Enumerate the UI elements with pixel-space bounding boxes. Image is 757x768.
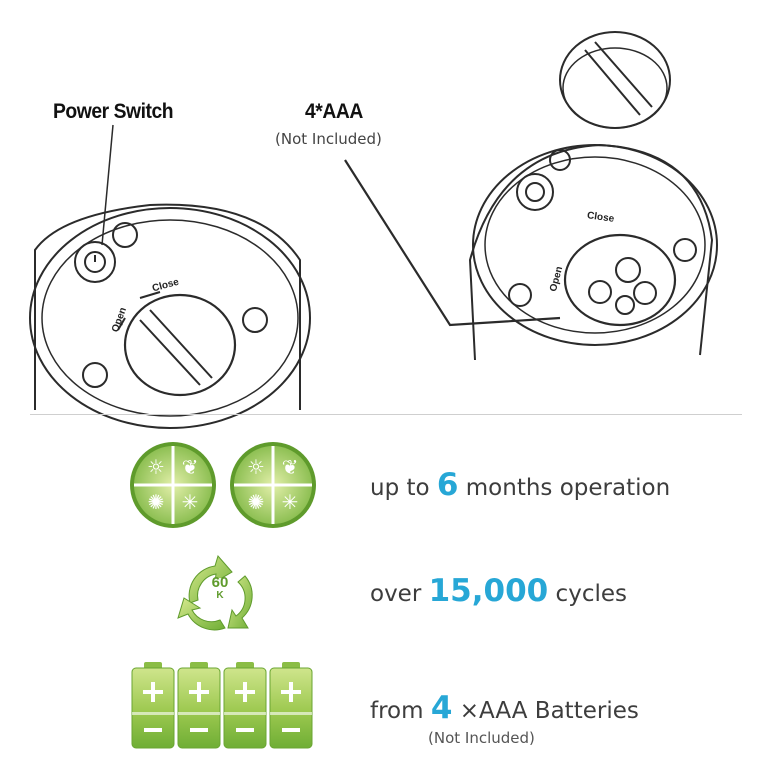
left-device-body-outline xyxy=(34,203,301,410)
feature-batteries-number: 4 xyxy=(430,690,453,726)
feature-batteries-note: (Not Included) xyxy=(428,729,535,747)
right-device-illustration xyxy=(344,31,718,361)
right-device-rim xyxy=(472,144,718,346)
svg-text:✺: ✺ xyxy=(248,490,265,514)
feature-operation-suffix: months operation xyxy=(458,475,671,501)
battery-note: (Not Included) xyxy=(275,130,382,148)
seasons-circle-right: ☼ ❦ ✺ ✳ xyxy=(230,442,316,528)
power-switch-label: Power Switch xyxy=(53,100,174,123)
recycle-badge xyxy=(203,578,237,612)
battery-lid-icon xyxy=(559,31,671,129)
svg-text:☼: ☼ xyxy=(247,455,265,479)
aaa-battery-icon xyxy=(131,660,314,750)
left-battery-cover-icon xyxy=(123,293,237,397)
recycle-badge-bottom: K xyxy=(216,590,224,601)
four-seasons-icon: ☼ ❦ ✺ ✳ ☼ ❦ ✺ ✳ xyxy=(130,442,316,528)
svg-text:❦: ❦ xyxy=(182,455,199,479)
recycle-badge-text: 60 K xyxy=(205,574,235,602)
feature-cycles-number: 15,000 xyxy=(428,573,549,609)
svg-text:✳: ✳ xyxy=(282,490,299,514)
feature-batteries-suffix: ×AAA Batteries xyxy=(452,698,639,724)
feature-operation-prefix: up to xyxy=(370,475,437,501)
recycle-badge-top: 60 xyxy=(211,574,229,591)
svg-text:❦: ❦ xyxy=(282,455,299,479)
feature-cycles-suffix: cycles xyxy=(548,581,627,607)
left-device-rim xyxy=(29,207,311,429)
left-device-illustration xyxy=(29,124,311,429)
feature-operation-number: 6 xyxy=(436,467,459,503)
feature-batteries-prefix: from xyxy=(370,698,431,724)
recycle-arrows-icon xyxy=(177,554,253,631)
power-switch-icon xyxy=(74,241,116,283)
seasons-circle-left: ☼ ❦ ✺ ✳ xyxy=(130,442,216,528)
feature-operation-text: up to 6 months operation xyxy=(370,467,670,503)
battery-label: 4*AAA xyxy=(305,100,363,123)
svg-text:☼: ☼ xyxy=(147,455,165,479)
svg-text:✳: ✳ xyxy=(182,490,199,514)
feature-cycles-prefix: over xyxy=(370,581,429,607)
feature-batteries-text: from 4 ×AAA Batteries xyxy=(370,690,639,726)
battery-compartment-icon xyxy=(563,233,677,327)
section-divider xyxy=(30,414,742,415)
feature-cycles-text: over 15,000 cycles xyxy=(370,573,627,609)
svg-text:✺: ✺ xyxy=(148,490,165,514)
